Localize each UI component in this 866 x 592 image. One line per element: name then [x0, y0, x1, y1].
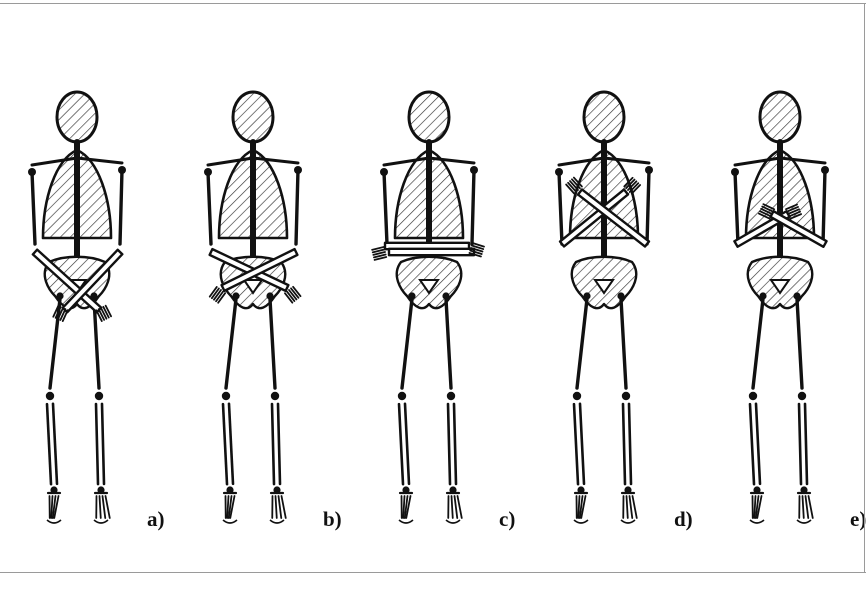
- shin-right: [272, 404, 280, 484]
- shin-left: [750, 404, 760, 484]
- foot-right: [797, 496, 813, 523]
- skeleton-c: c): [372, 92, 515, 531]
- knee-left: [749, 392, 757, 400]
- hand-right: [372, 247, 386, 260]
- humerus-right: [472, 170, 474, 244]
- knee-right: [271, 392, 279, 400]
- shin-right: [96, 404, 104, 484]
- foot-right: [270, 496, 286, 523]
- humerus-right: [120, 170, 122, 244]
- knee-right: [447, 392, 455, 400]
- foot-left: [47, 496, 61, 523]
- shoulder-joint-left: [380, 168, 388, 176]
- humerus-right: [296, 170, 298, 244]
- knee-right: [95, 392, 103, 400]
- skull: [760, 92, 800, 142]
- foot-right: [446, 496, 462, 523]
- shoulder-joint-left: [731, 168, 739, 176]
- foot-right: [621, 496, 637, 523]
- shoulder-joint-right: [645, 166, 653, 174]
- skull: [409, 92, 449, 142]
- shoulder-joint-right: [470, 166, 478, 174]
- panel-label: c): [499, 507, 515, 531]
- skull: [57, 92, 97, 142]
- humerus-left: [384, 172, 387, 244]
- shin-right: [799, 404, 807, 484]
- humerus-left: [208, 172, 211, 244]
- humerus-left: [735, 172, 738, 244]
- skeleton-e: e): [731, 92, 866, 531]
- shin-right: [623, 404, 631, 484]
- panel-label: b): [323, 507, 342, 531]
- knee-left: [46, 392, 54, 400]
- panel-label: d): [674, 507, 693, 531]
- knee-right: [798, 392, 806, 400]
- skull: [233, 92, 273, 142]
- foot-right: [94, 496, 110, 523]
- femur-right: [446, 299, 451, 388]
- femur-right: [797, 299, 802, 388]
- femur-left: [753, 299, 763, 388]
- knee-left: [573, 392, 581, 400]
- shoulder-joint-left: [28, 168, 36, 176]
- humerus-right: [647, 170, 649, 244]
- skull: [584, 92, 624, 142]
- panel-label: a): [147, 507, 165, 531]
- skeleton-b: b): [204, 92, 342, 531]
- shoulder-joint-left: [555, 168, 563, 176]
- femur-left: [226, 299, 236, 388]
- frame-bottom-border: [0, 572, 866, 573]
- humerus-right: [823, 170, 825, 244]
- knee-left: [222, 392, 230, 400]
- shoulder-joint-left: [204, 168, 212, 176]
- femur-right: [621, 299, 626, 388]
- shin-left: [399, 404, 409, 484]
- femur-left: [402, 299, 412, 388]
- shoulder-joint-right: [118, 166, 126, 174]
- forearm-right: [389, 249, 474, 255]
- shin-left: [47, 404, 57, 484]
- shin-left: [223, 404, 233, 484]
- femur-right: [270, 299, 275, 388]
- shin-left: [574, 404, 584, 484]
- foot-left: [399, 496, 413, 523]
- frame-top-border: [0, 3, 866, 4]
- humerus-left: [32, 172, 35, 244]
- skeleton-a: a): [28, 92, 165, 531]
- shoulder-joint-right: [821, 166, 829, 174]
- frame-right-border: [864, 3, 865, 573]
- skeleton-d: d): [555, 92, 693, 531]
- foot-left: [574, 496, 588, 523]
- foot-left: [750, 496, 764, 523]
- knee-left: [398, 392, 406, 400]
- shoulder-joint-right: [294, 166, 302, 174]
- humerus-left: [559, 172, 562, 244]
- femur-left: [577, 299, 587, 388]
- shin-right: [448, 404, 456, 484]
- knee-right: [622, 392, 630, 400]
- foot-left: [223, 496, 237, 523]
